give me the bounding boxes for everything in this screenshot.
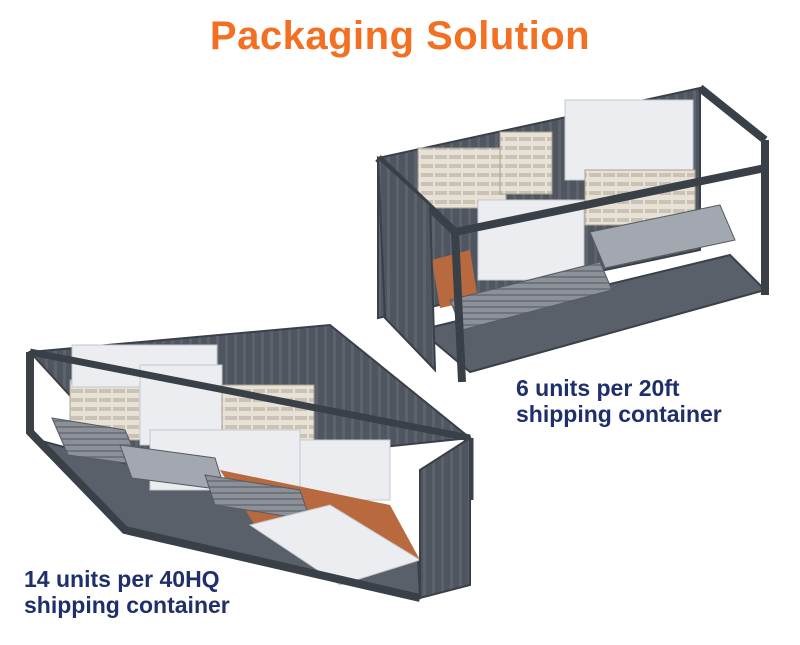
caption-20ft: 6 units per 20ft shipping container <box>516 375 722 427</box>
container-20ft-door <box>376 155 437 373</box>
vent-unit <box>417 147 507 209</box>
caption-40hq: 14 units per 40HQ shipping container <box>24 566 230 618</box>
metal-sheet-pallet <box>589 204 736 269</box>
caption-20ft-line2: shipping container <box>516 401 722 427</box>
vent-unit <box>499 131 553 195</box>
caption-40hq-line2: shipping container <box>24 592 230 618</box>
container-40hq-frame <box>26 352 421 602</box>
caption-40hq-line1: 14 units per 40HQ <box>24 566 220 592</box>
page-title: Packaging Solution <box>209 14 591 58</box>
container-20ft <box>375 84 769 383</box>
caption-20ft-line1: 6 units per 20ft <box>516 375 680 401</box>
container-40hq <box>26 323 474 602</box>
white-panel-box <box>564 99 694 181</box>
container-40hq-door <box>419 436 471 600</box>
